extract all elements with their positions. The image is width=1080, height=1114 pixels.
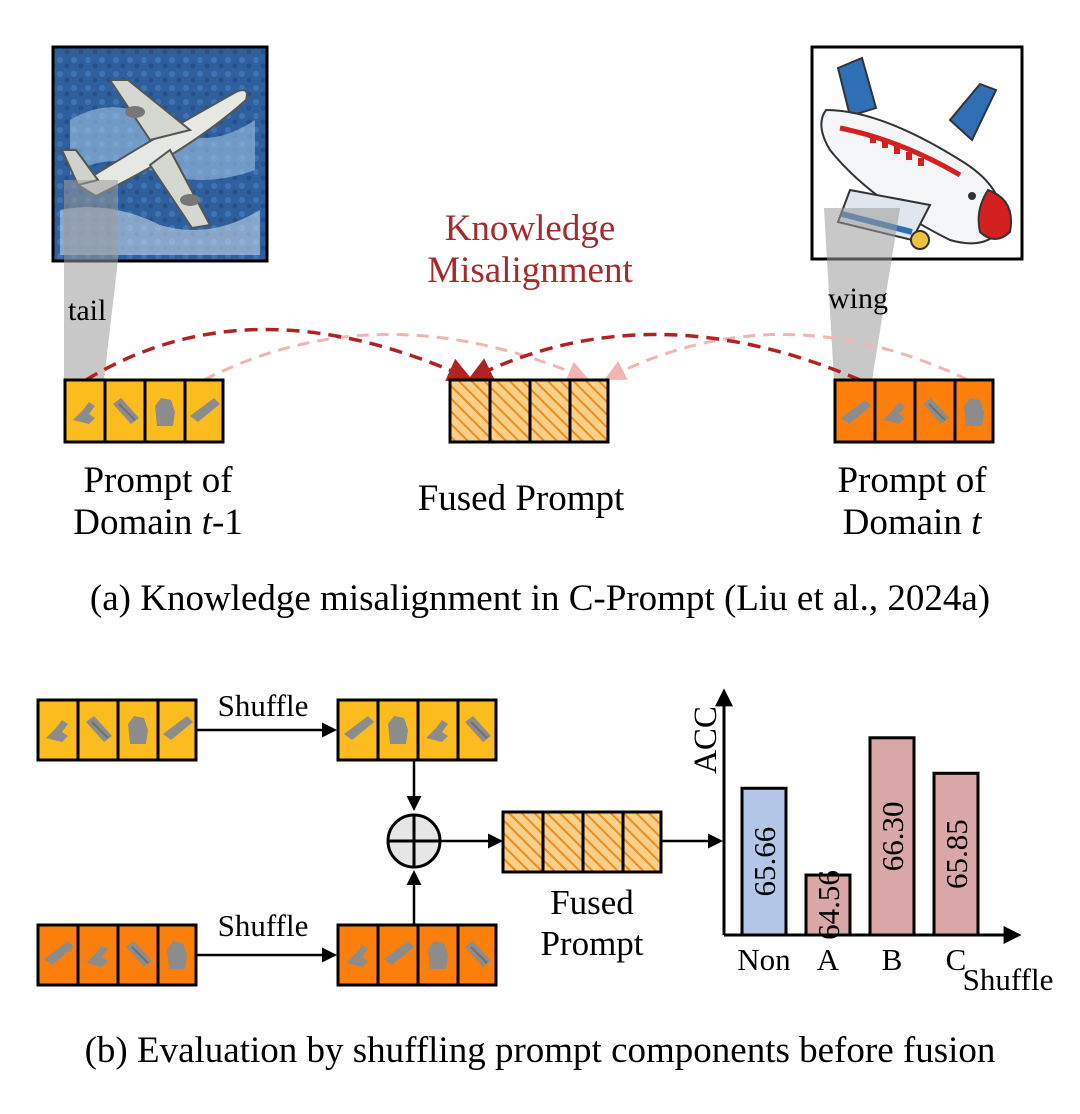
x-axis-label: Shuffle: [963, 962, 1054, 997]
prompt-top-original: [36, 698, 198, 762]
sum-operator-icon: [386, 813, 442, 869]
x-tick-label-c: C: [946, 942, 967, 977]
cartoon-airplane-image: [810, 45, 1024, 261]
annotation-misalignment: Misalignment: [427, 250, 633, 291]
bar-value-label-c: 65.85: [939, 819, 974, 889]
prompt-bottom-original: [36, 923, 198, 987]
bar-value-label-a: 64.56: [811, 870, 846, 940]
bar-b: [868, 736, 916, 937]
prompt-left-label-line1: Prompt of: [83, 460, 233, 501]
region-label-wing: wing: [828, 282, 888, 315]
bar-value-label-b: 66.30: [875, 802, 910, 872]
bar-non: [740, 786, 788, 937]
bar-value-label-non: 65.66: [747, 827, 782, 897]
bar-a: [804, 873, 852, 937]
x-tick-label-b: B: [882, 942, 903, 977]
arrow-faint-right: [604, 333, 969, 382]
annotation-knowledge: Knowledge: [445, 208, 616, 249]
bar-c: [932, 771, 980, 937]
arrow-strong-left: [85, 327, 473, 382]
misalignment-arrows: [85, 327, 969, 382]
fused-label-line1: Fused: [550, 883, 634, 922]
fused-label-line2: Prompt: [540, 924, 643, 963]
prompt-domain-t-minus-1: [63, 378, 225, 444]
prompt-top-shuffled: [336, 698, 498, 762]
fused-prompt-label: Fused Prompt: [418, 478, 625, 519]
region-label-tail: tail: [68, 294, 106, 327]
attention-region-tail: [64, 180, 118, 380]
prompt-right-label-line1: Prompt of: [837, 460, 987, 501]
attention-region-wing: [824, 208, 900, 380]
x-tick-label-a: A: [817, 942, 840, 977]
shuffle-label-bottom: Shuffle: [218, 908, 309, 943]
prompt-right-label-line2: Domain t: [843, 502, 983, 543]
fused-prompt-a: [448, 378, 610, 444]
caption-a: (a) Knowledge misalignment in C-Prompt (…: [90, 578, 990, 619]
prompt-bottom-shuffled: [336, 923, 498, 987]
y-axis-label: ACC: [688, 706, 724, 774]
prompt-domain-t: [833, 378, 995, 444]
shuffle-label-top: Shuffle: [218, 688, 309, 723]
fused-prompt-b: [501, 810, 663, 874]
x-tick-label-non: Non: [737, 942, 791, 977]
caption-b: (b) Evaluation by shuffling prompt compo…: [85, 1030, 996, 1071]
arrow-faint-left: [203, 333, 589, 382]
arrow-strong-right: [467, 332, 861, 382]
prompt-left-label-line2: Domain t-1: [73, 502, 243, 543]
